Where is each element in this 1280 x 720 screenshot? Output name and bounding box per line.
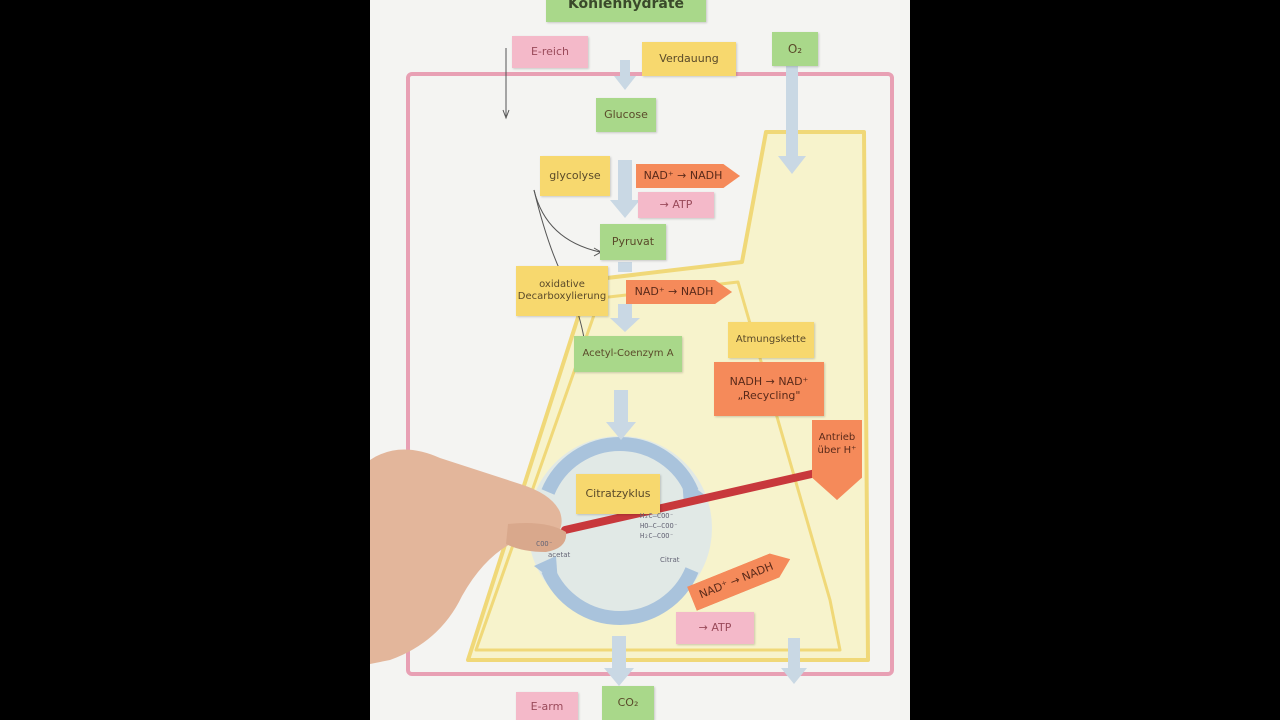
pencil-curve-pyruvat (533, 189, 601, 253)
note-glycolyse: glycolyse (540, 156, 610, 196)
citric-cycle-arrow-bottom (541, 567, 699, 625)
note-oxidative-decarboxylierung: oxidative Decarboxylierung (516, 266, 608, 316)
note-atp-citratzyklus: → ATP (676, 612, 754, 644)
note-antrieb-h: Antrieb über H⁺ (812, 420, 862, 500)
flow-arrows (604, 60, 807, 686)
note-e-reich: E-reich (512, 36, 588, 68)
flow-arrow-verdauung-glucose (614, 60, 636, 90)
flow-arrow-pyruvat-oxidative (618, 262, 632, 272)
left-fragment: COO⁻ (536, 540, 553, 548)
left-fragment-label: acetat (548, 551, 571, 559)
note-atp-glycolyse: → ATP (638, 192, 714, 218)
citric-cycle-arrow-top (541, 437, 699, 495)
note-nad-glycolyse: NAD⁺ → NADH (636, 164, 740, 188)
flow-arrow-oxidative-acetyl (610, 304, 640, 332)
flow-arrow-acetyl-cycle (606, 390, 636, 440)
citrat-structure: H₂C—COO⁻ HO—C—COO⁻ H₂C—COO⁻ (640, 512, 678, 540)
note-glucose: Glucose (596, 98, 656, 132)
citric-cycle-arrowhead-bottom (534, 556, 558, 584)
flow-arrow-o2-down (778, 66, 806, 174)
note-nadh-recycling: NADH → NAD⁺ „Recycling" (714, 362, 824, 416)
flow-arrow-glycolyse-pyruvat (610, 160, 640, 218)
note-verdauung: Verdauung (642, 42, 736, 76)
note-e-arm: E-arm (516, 692, 578, 720)
flow-arrow-cycle-co2 (604, 636, 634, 686)
note-atmungskette: Atmungskette (728, 322, 814, 358)
citrat-label: Citrat (660, 556, 680, 564)
note-co2: CO₂ (602, 686, 654, 720)
note-o2: O₂ (772, 32, 818, 66)
note-citratzyklus: Citratzyklus (576, 474, 660, 514)
pencil-arrowhead-energy (502, 109, 510, 120)
note-nad-oxidative: NAD⁺ → NADH (626, 280, 732, 304)
flow-arrow-mito-exit (781, 638, 807, 684)
poster-sheet: Kohlenhydrate E-reich Verdauung O₂ Gluco… (370, 0, 910, 720)
hand (370, 449, 562, 664)
page-title: Kohlenhydrate (546, 0, 706, 22)
citric-cycle-disc (528, 436, 712, 620)
pen (561, 464, 842, 534)
diagram-graphics (370, 48, 894, 686)
note-pyruvat: Pyruvat (600, 224, 666, 260)
hand-thumb (506, 523, 567, 552)
mitochondrion-inner-membrane (474, 280, 842, 652)
note-acetyl-coenzym-a: Acetyl-Coenzym A (574, 336, 682, 372)
